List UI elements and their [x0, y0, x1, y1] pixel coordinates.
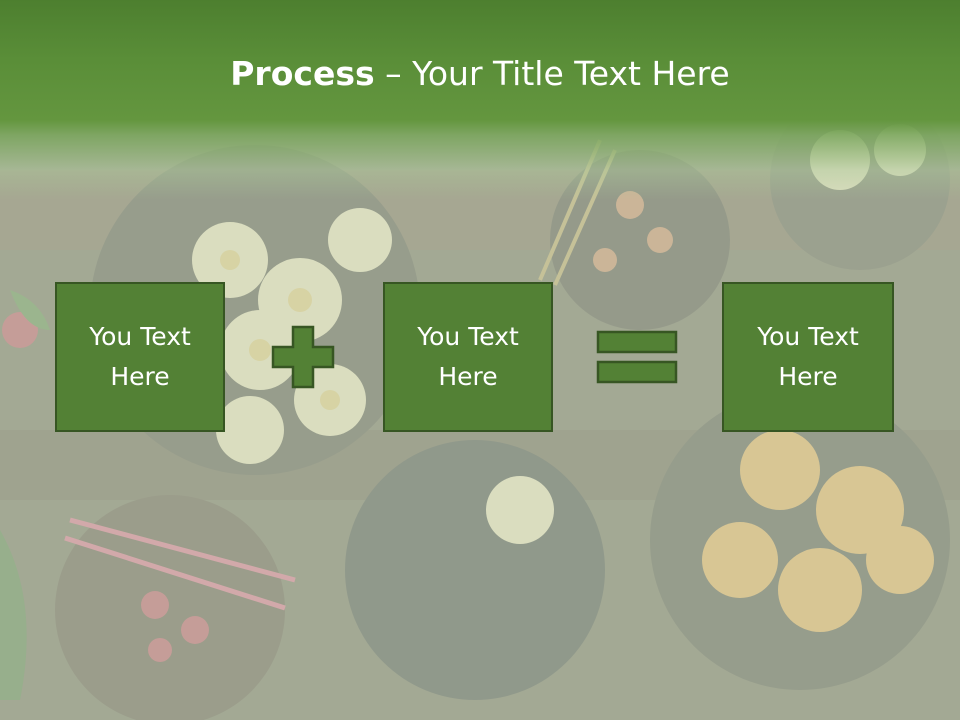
equals-icon	[596, 330, 678, 384]
box-text-line2: Here	[110, 362, 170, 391]
box-text-line1: You Text	[417, 322, 519, 351]
box-text-line1: You Text	[89, 322, 191, 351]
box-text-line2: Here	[778, 362, 838, 391]
title-bold: Process	[230, 54, 375, 93]
slide-title[interactable]: Process – Your Title Text Here	[0, 52, 960, 96]
box-text-line2: Here	[438, 362, 498, 391]
title-band	[0, 0, 960, 200]
title-rest: – Your Title Text Here	[374, 54, 730, 93]
box-text-line1: You Text	[757, 322, 859, 351]
plus-icon	[271, 325, 335, 389]
